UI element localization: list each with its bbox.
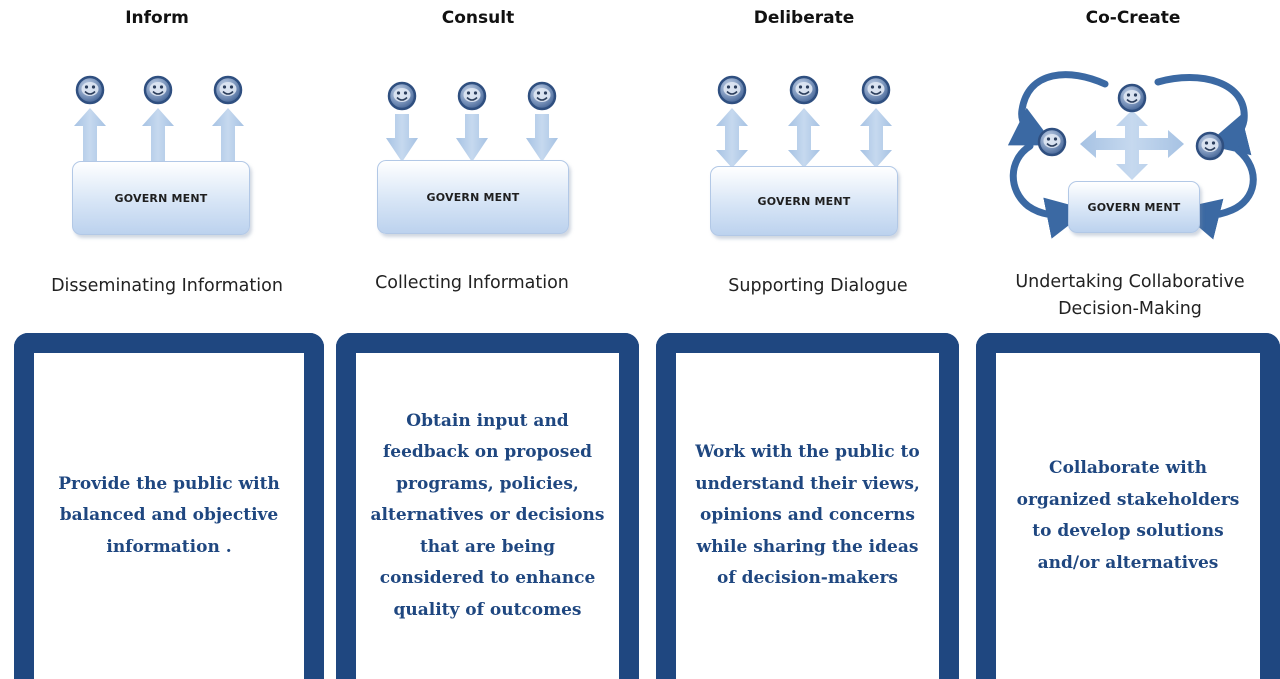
- arrow-up-icon: [212, 108, 244, 165]
- consult-title: Consult: [441, 8, 515, 28]
- inform-illustration: [74, 75, 244, 165]
- four-way-arrow-icon: [1080, 110, 1184, 180]
- co-create-subtitle: Undertaking Collaborative Decision-Makin…: [1015, 272, 1245, 319]
- arrow-up-icon: [74, 108, 106, 165]
- smiley-face-icon: [789, 75, 819, 105]
- co-create-description: Collaborate with organized stakeholders …: [1016, 458, 1240, 573]
- smiley-face-icon: [1037, 127, 1067, 157]
- double-arrow-icon: [788, 108, 820, 168]
- deliberate-description: Work with the public to understand their…: [695, 442, 920, 589]
- smiley-face-icon: [1117, 83, 1147, 113]
- smiley-face-icon: [387, 81, 417, 111]
- arrow-up-icon: [142, 108, 174, 165]
- inform-subtitle: Disseminating Information: [51, 276, 283, 296]
- inform-title: Inform: [125, 8, 189, 28]
- deliberate-illustration: [716, 75, 892, 168]
- smiley-face-icon: [861, 75, 891, 105]
- smiley-face-icon: [75, 75, 105, 105]
- co-create-illustration: [1007, 71, 1257, 240]
- cycle-arrow-icon: [1177, 146, 1257, 240]
- smiley-face-icon: [457, 81, 487, 111]
- smiley-face-icon: [1195, 131, 1225, 161]
- co-create-title: Co-Create: [1085, 8, 1181, 28]
- cycle-arrow-icon: [1007, 71, 1109, 146]
- consult-card: Obtain input and feedback on proposed pr…: [336, 333, 639, 679]
- arrow-down-icon: [386, 114, 418, 162]
- double-arrow-icon: [860, 108, 892, 168]
- inform-card: Provide the public with balanced and obj…: [14, 333, 324, 679]
- arrow-down-icon: [526, 114, 558, 162]
- co-create-government-box: GOVERN MENT: [1068, 181, 1200, 233]
- consult-government-box: GOVERN MENT: [377, 160, 569, 234]
- smiley-face-icon: [143, 75, 173, 105]
- deliberate-government-box: GOVERN MENT: [710, 166, 898, 236]
- smiley-face-icon: [717, 75, 747, 105]
- consult-illustration: [386, 81, 558, 162]
- double-arrow-icon: [716, 108, 748, 168]
- deliberate-subtitle: Supporting Dialogue: [728, 276, 908, 296]
- inform-description: Provide the public with balanced and obj…: [58, 473, 280, 557]
- co-create-card: Collaborate with organized stakeholders …: [976, 333, 1280, 679]
- cycle-arrow-icon: [1154, 74, 1252, 156]
- consult-subtitle: Collecting Information: [375, 273, 569, 293]
- smiley-face-icon: [213, 75, 243, 105]
- arrow-down-icon: [456, 114, 488, 162]
- smiley-face-icon: [527, 81, 557, 111]
- inform-government-box: GOVERN MENT: [72, 161, 250, 235]
- cycle-arrow-icon: [1009, 142, 1089, 239]
- deliberate-title: Deliberate: [753, 8, 855, 28]
- consult-description: Obtain input and feedback on proposed pr…: [370, 410, 605, 620]
- deliberate-card: Work with the public to understand their…: [656, 333, 959, 679]
